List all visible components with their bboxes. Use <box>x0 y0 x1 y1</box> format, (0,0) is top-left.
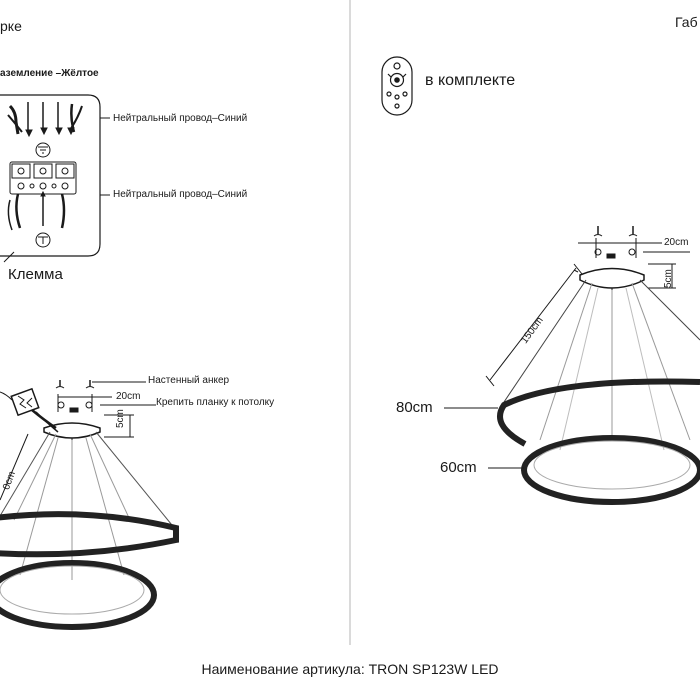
right-lamp-drawing <box>444 226 700 505</box>
left-lamp-drawing <box>0 380 179 630</box>
left-section-title: рке <box>0 18 22 34</box>
outer-ring-diameter: 80cm <box>396 399 433 416</box>
neutral-wire-label-2: Нейтральный провод–Синий <box>113 189 248 200</box>
terminal-label: Клемма <box>8 266 63 283</box>
right-height-dimension: 5cm <box>663 269 674 288</box>
neutral-wire-label-1: Нейтральный провод–Синий <box>113 113 248 124</box>
left-height-dimension: 5cm <box>115 409 126 428</box>
inner-ring-diameter: 60cm <box>440 459 477 476</box>
right-section-title: Габ <box>675 14 698 30</box>
article-name: Наименование артикула: TRON SP123W LED <box>201 661 499 677</box>
left-width-dimension: 20cm <box>116 391 141 402</box>
remote-included-label: в комплекте <box>425 72 516 89</box>
wiring-box <box>0 94 110 263</box>
remote-control-icon <box>381 56 413 116</box>
ceiling-plate-label: Крепить планку к потолку <box>156 397 275 408</box>
wall-anchor-label: Настенный анкер <box>148 375 230 386</box>
ground-wire-label: аземление –Жёлтое <box>0 68 99 79</box>
right-width-dimension: 20cm <box>664 237 689 248</box>
